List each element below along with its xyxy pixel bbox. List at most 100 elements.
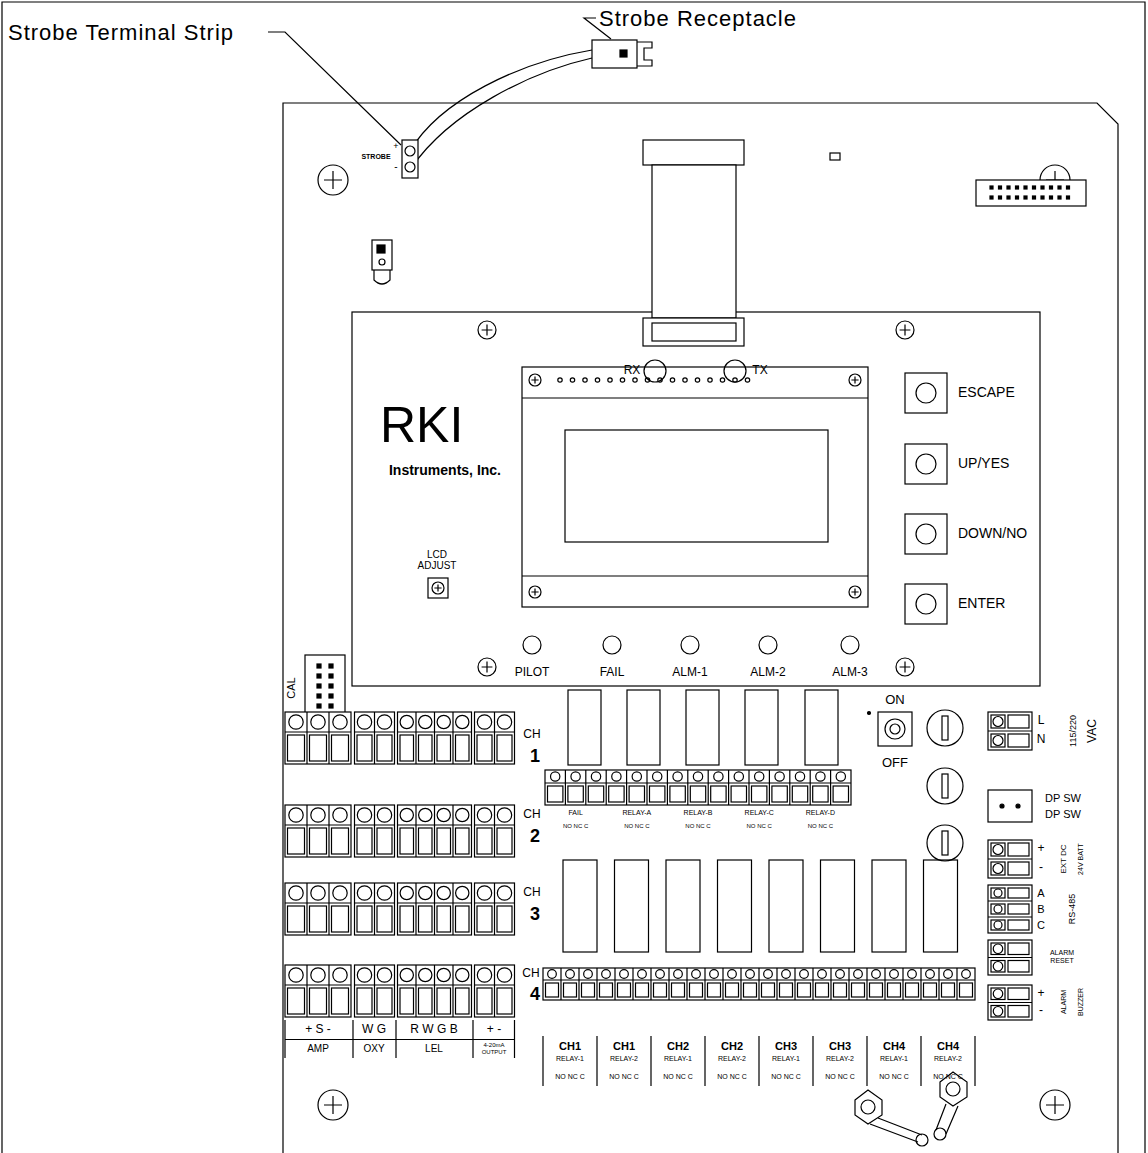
terminal-screw [497, 715, 511, 729]
terminal-clamp [1008, 988, 1029, 1000]
connector-pin [1016, 186, 1019, 189]
terminal-divider [988, 1002, 1032, 1003]
terminal-block [475, 712, 515, 764]
terminal-block [285, 965, 351, 1017]
push-button [905, 584, 947, 624]
terminal-screw [477, 968, 491, 982]
terminal-clamp [1008, 1006, 1029, 1018]
connector-pin [999, 186, 1002, 189]
terminal-divider [667, 770, 668, 805]
terminal-clamp [437, 988, 451, 1014]
relay [805, 690, 838, 765]
terminal-divider [988, 957, 1032, 958]
terminal-divider [988, 858, 1032, 859]
terminal-screw [944, 970, 953, 979]
terminal-screw [377, 886, 391, 900]
board-label: CAL [285, 677, 297, 698]
board-label: RELAY-2 [610, 1055, 638, 1063]
lcd-screw [849, 586, 861, 598]
lcd-adjust-pot-cross [434, 584, 441, 591]
terminal-divider [830, 770, 831, 805]
terminal-screw [908, 970, 917, 979]
board-label: CH4 [883, 1040, 905, 1052]
terminal-divider [988, 730, 1032, 731]
terminal-screw [746, 970, 755, 979]
terminal-clamp [456, 906, 470, 932]
terminal-screw [994, 905, 1002, 913]
terminal-block [475, 805, 515, 857]
terminal-screw [993, 845, 1003, 855]
terminal-screw [994, 889, 1002, 897]
terminal-screw [591, 772, 600, 781]
connector-pin [1007, 196, 1010, 199]
terminal-clamp [377, 828, 392, 854]
board-outline [283, 103, 1118, 1153]
mounting-screw-cross [324, 171, 342, 189]
connector-pin [1067, 186, 1070, 189]
board-label: LCD ADJUST [414, 549, 460, 571]
lcd-screw-cross [531, 376, 538, 383]
terminal-screw [497, 968, 511, 982]
board-label: + - [487, 1023, 501, 1036]
terminal-screw [456, 886, 469, 899]
terminal-screw [710, 970, 719, 979]
board-label: CH2 [667, 1040, 689, 1052]
terminal-screw [497, 808, 511, 822]
terminal-divider [374, 712, 375, 764]
connector-pin [1067, 196, 1070, 199]
connector-pin [1024, 186, 1027, 189]
terminal-screw [714, 772, 723, 781]
board-label: CH3 [829, 1040, 851, 1052]
terminal-clamp [960, 983, 973, 997]
lcd-pin [583, 378, 587, 382]
terminal-clamp [400, 906, 414, 932]
board-label: 4 [530, 985, 540, 1005]
lcd-screw-cross [531, 588, 538, 595]
terminal-screw-box [991, 843, 1005, 856]
terminal-clamp [332, 906, 349, 932]
terminal-divider [748, 770, 749, 805]
ring-lug-hole [861, 1100, 875, 1114]
terminal-clamp [400, 988, 414, 1014]
terminal-clamp [670, 786, 685, 802]
board-label: NO NC C [685, 823, 710, 830]
relay [666, 860, 700, 952]
terminal-clamp [288, 988, 305, 1014]
terminal-screw [419, 808, 432, 821]
fuse-holder [927, 825, 963, 861]
terminal-screw [311, 886, 325, 900]
leader-line [268, 32, 401, 145]
terminal-screw [993, 944, 1003, 954]
board-component [372, 240, 392, 270]
terminal-divider [434, 883, 435, 935]
terminal-divider [866, 968, 867, 1000]
terminal-screw-box [991, 888, 1005, 898]
push-button [905, 444, 947, 484]
board-label: NO NC C [825, 1073, 855, 1081]
lcd-pin [708, 378, 712, 382]
terminal-block [475, 883, 515, 935]
terminal-screw [764, 970, 773, 979]
terminal-divider [306, 712, 307, 764]
terminal-divider [686, 968, 687, 1000]
terminal-divider [614, 968, 615, 1000]
connector-pin [317, 664, 321, 668]
terminal-screw-box [991, 904, 1005, 914]
strobe-wire [412, 58, 592, 167]
terminal-divider [494, 712, 495, 764]
terminal-clamp [888, 983, 901, 997]
ribbon-connector [643, 140, 744, 165]
programming-connector [976, 180, 1086, 206]
terminal-screw [782, 970, 791, 979]
relay [872, 860, 906, 952]
terminal-screw [962, 970, 971, 979]
terminal-clamp [1008, 715, 1029, 728]
terminal-screw [836, 970, 845, 979]
terminal-screw [377, 715, 391, 729]
board-label: DP SW [1045, 792, 1081, 804]
board-label: C [1037, 919, 1045, 931]
connector-pin [317, 684, 321, 688]
